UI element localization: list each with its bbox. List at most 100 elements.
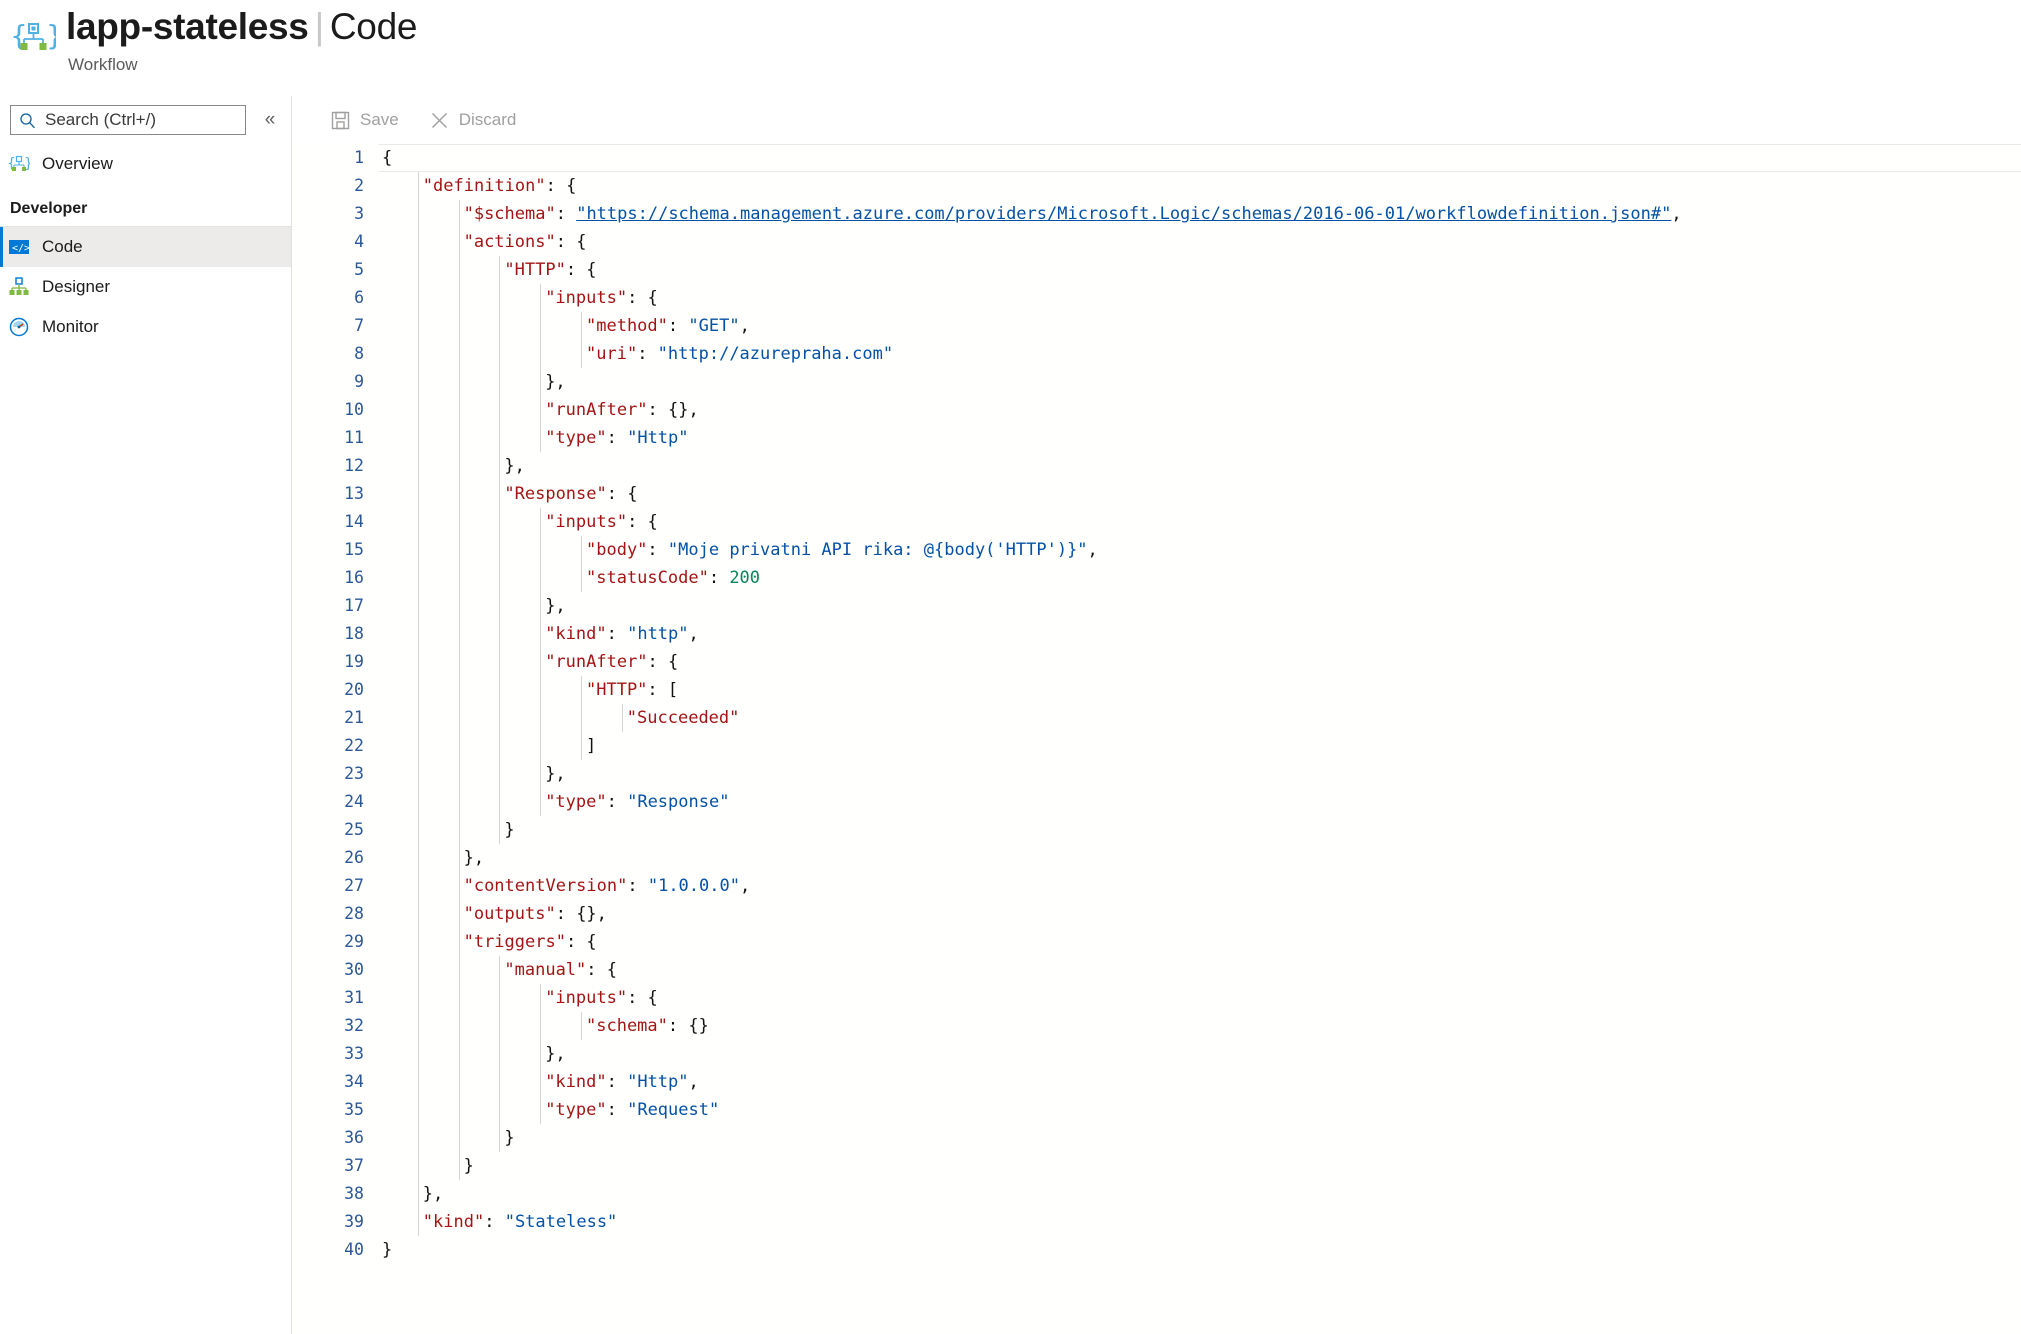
line-number: 18 <box>292 620 378 648</box>
indent-guide <box>459 284 460 312</box>
token-key: "type" <box>545 1100 606 1120</box>
code-line[interactable]: }, <box>378 1040 2021 1068</box>
code-line[interactable]: "inputs": { <box>378 508 2021 536</box>
token-punct: }, <box>504 456 524 476</box>
code-line[interactable]: "runAfter": { <box>378 648 2021 676</box>
token-punct: : <box>556 204 576 224</box>
indent-guide <box>418 704 419 732</box>
code-line[interactable]: "kind": "Http", <box>378 1068 2021 1096</box>
code-line[interactable]: }, <box>378 592 2021 620</box>
code-line-text: "schema": {} <box>586 1016 709 1036</box>
indent-guide <box>418 340 419 368</box>
code-editor[interactable]: 1234567891011121314151617181920212223242… <box>292 144 2021 1334</box>
token-punct: : { <box>586 960 617 980</box>
indent-guide <box>540 340 541 368</box>
indent-guide <box>459 424 460 452</box>
token-key: "statusCode" <box>586 568 709 588</box>
indent-guide <box>581 312 582 340</box>
code-line[interactable]: }, <box>378 1180 2021 1208</box>
code-line-text: "type": "Http" <box>545 428 688 448</box>
indent-guide <box>418 984 419 1012</box>
code-line[interactable]: "uri": "http://azurepraha.com" <box>378 340 2021 368</box>
token-link[interactable]: "https://schema.management.azure.com/pro… <box>576 204 1671 224</box>
code-line[interactable]: "manual": { <box>378 956 2021 984</box>
indent-guide <box>418 312 419 340</box>
indent-guide <box>499 984 500 1012</box>
line-number: 23 <box>292 760 378 788</box>
line-number: 32 <box>292 1012 378 1040</box>
code-line[interactable]: "triggers": { <box>378 928 2021 956</box>
indent-guide <box>418 1068 419 1096</box>
code-content[interactable]: {"definition": {"$schema": "https://sche… <box>378 144 2021 1334</box>
save-button[interactable]: Save <box>320 103 409 137</box>
indent-guide <box>459 312 460 340</box>
line-number: 39 <box>292 1208 378 1236</box>
code-line[interactable]: "type": "Http" <box>378 424 2021 452</box>
token-punct: : { <box>556 232 587 252</box>
code-line[interactable]: "outputs": {}, <box>378 900 2021 928</box>
sidebar-item-designer[interactable]: Designer <box>0 267 291 307</box>
code-line[interactable]: "type": "Request" <box>378 1096 2021 1124</box>
code-line[interactable]: "actions": { <box>378 228 2021 256</box>
code-line[interactable]: "Response": { <box>378 480 2021 508</box>
token-punct: }, <box>423 1184 443 1204</box>
sidebar-item-code[interactable]: </> Code <box>0 227 291 267</box>
indent-guide <box>540 1012 541 1040</box>
indent-guide <box>499 1068 500 1096</box>
code-line[interactable]: "$schema": "https://schema.management.az… <box>378 200 2021 228</box>
code-line[interactable]: }, <box>378 844 2021 872</box>
collapse-sidebar-button[interactable]: « <box>258 108 282 132</box>
sidebar-item-label: Overview <box>42 154 113 174</box>
token-punct: : { <box>627 512 658 532</box>
token-punct: : <box>607 1100 627 1120</box>
token-punct: : { <box>566 932 597 952</box>
indent-guide <box>418 1124 419 1152</box>
indent-guide <box>418 1152 419 1180</box>
code-line[interactable]: } <box>378 1152 2021 1180</box>
token-punct: , <box>740 316 750 336</box>
discard-button[interactable]: Discard <box>419 103 527 137</box>
code-line[interactable]: "inputs": { <box>378 984 2021 1012</box>
indent-guide <box>540 732 541 760</box>
code-line[interactable]: } <box>378 1236 2021 1264</box>
search-input[interactable] <box>43 109 233 131</box>
indent-guide <box>459 1012 460 1040</box>
code-line[interactable]: } <box>378 816 2021 844</box>
code-line[interactable]: "contentVersion": "1.0.0.0", <box>378 872 2021 900</box>
code-line[interactable]: "definition": { <box>378 172 2021 200</box>
code-line-text: "inputs": { <box>545 988 658 1008</box>
code-line[interactable]: "runAfter": {}, <box>378 396 2021 424</box>
indent-guide <box>540 284 541 312</box>
search-box[interactable] <box>10 105 246 135</box>
code-line[interactable]: "kind": "http", <box>378 620 2021 648</box>
code-line[interactable]: "type": "Response" <box>378 788 2021 816</box>
code-line[interactable]: "method": "GET", <box>378 312 2021 340</box>
code-line-text: "HTTP": { <box>504 260 596 280</box>
code-line[interactable]: "schema": {} <box>378 1012 2021 1040</box>
line-number: 12 <box>292 452 378 480</box>
code-line[interactable]: "Succeeded" <box>378 704 2021 732</box>
code-line[interactable]: "kind": "Stateless" <box>378 1208 2021 1236</box>
code-line-text: } <box>382 1240 392 1260</box>
code-line[interactable]: }, <box>378 452 2021 480</box>
code-line[interactable]: }, <box>378 368 2021 396</box>
code-line[interactable]: "statusCode": 200 <box>378 564 2021 592</box>
code-line[interactable]: { <box>378 144 2021 172</box>
code-line[interactable]: "body": "Moje privatni API rika: @{body(… <box>378 536 2021 564</box>
sidebar-item-monitor[interactable]: Monitor <box>0 307 291 347</box>
indent-guide <box>459 480 460 508</box>
indent-guide <box>540 396 541 424</box>
indent-guide <box>418 816 419 844</box>
sidebar-item-overview[interactable]: { } Overview <box>0 144 291 184</box>
indent-guide <box>499 312 500 340</box>
code-line[interactable]: "inputs": { <box>378 284 2021 312</box>
code-line[interactable]: }, <box>378 760 2021 788</box>
code-line[interactable]: "HTTP": { <box>378 256 2021 284</box>
code-line-text: "runAfter": { <box>545 652 678 672</box>
code-line[interactable]: "HTTP": [ <box>378 676 2021 704</box>
indent-guide <box>418 1040 419 1068</box>
page-section-name: Code <box>330 6 417 47</box>
code-line[interactable]: } <box>378 1124 2021 1152</box>
indent-guide <box>499 1040 500 1068</box>
code-line[interactable]: ] <box>378 732 2021 760</box>
